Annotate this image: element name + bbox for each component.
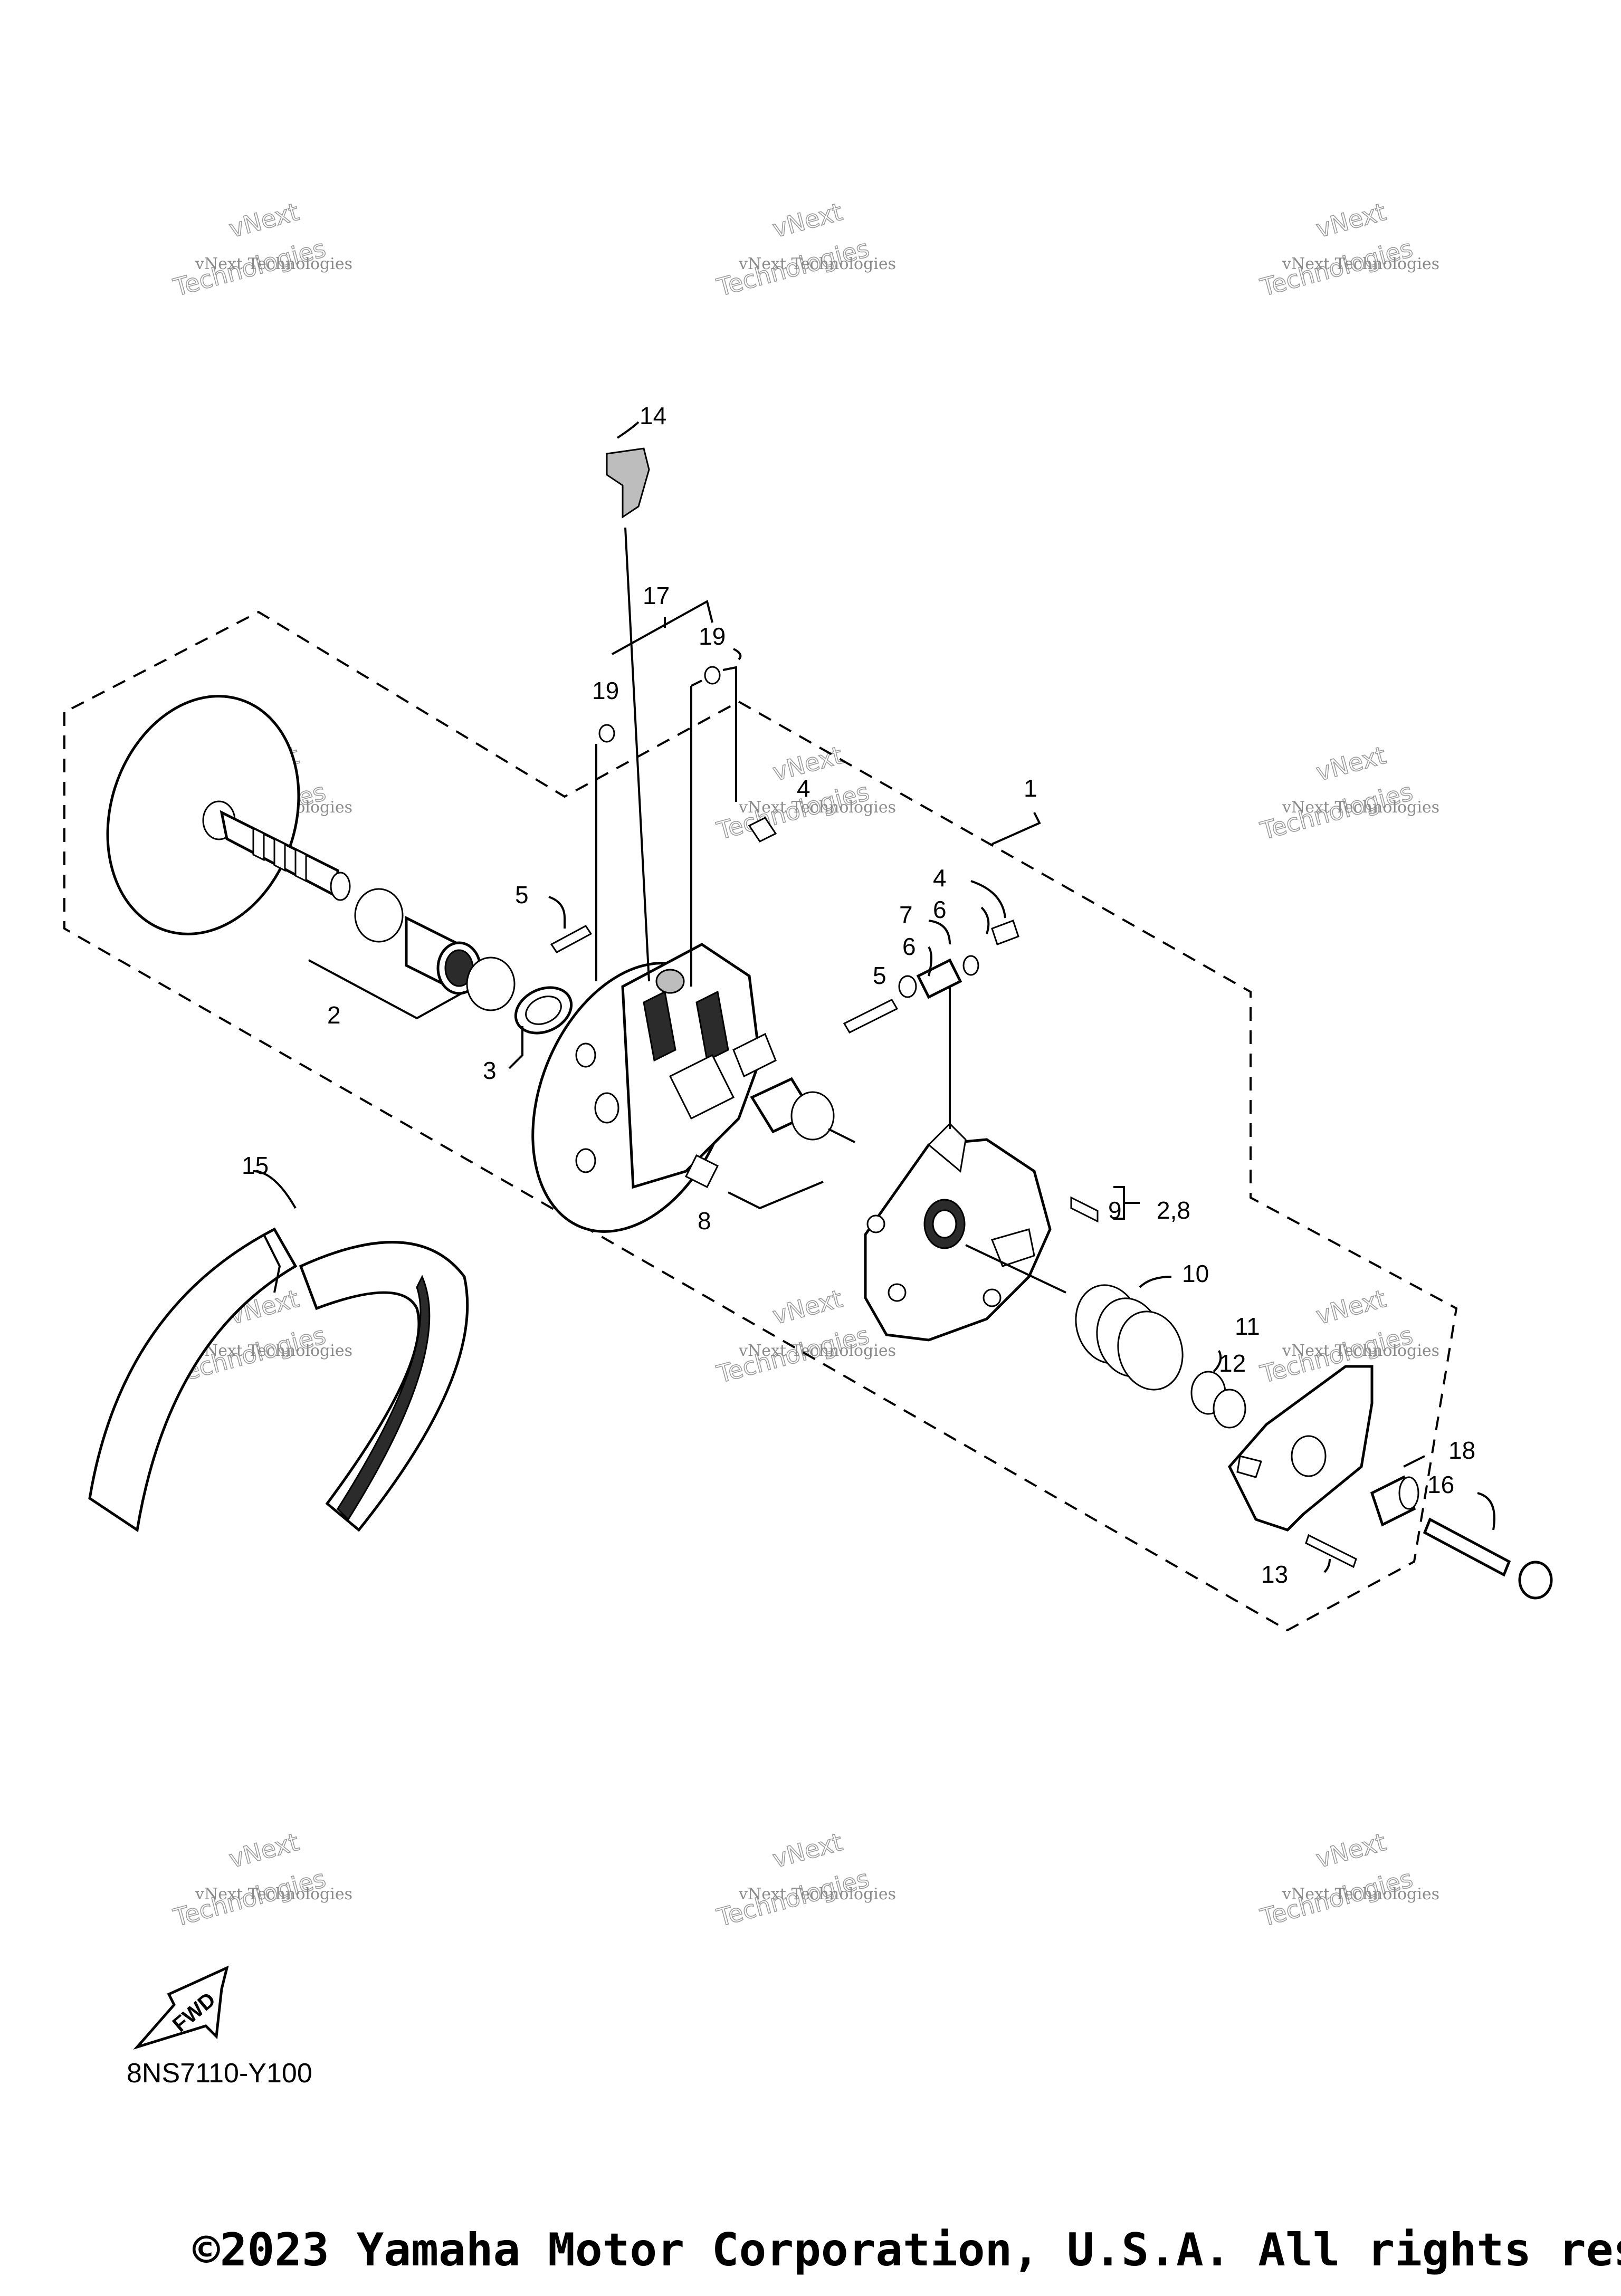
pin-5-left <box>548 896 593 953</box>
washer-12 <box>1213 1389 1246 1429</box>
oil-seal-3 <box>508 986 573 1069</box>
watermark-outline-top: vNext <box>1313 1284 1389 1330</box>
weight-14 <box>606 421 650 982</box>
callout-6-upper: 6 <box>933 896 947 923</box>
watermark-outline-top: vNext <box>226 1828 302 1873</box>
collar-17 <box>1370 1455 1425 1527</box>
callout-8: 8 <box>698 1207 711 1235</box>
callout-4-top: 4 <box>797 774 810 802</box>
callout-9: 9 <box>1108 1197 1122 1224</box>
leader-1 <box>991 812 1041 845</box>
watermark-text: vNext Technologies <box>1282 1885 1439 1903</box>
callout-5-right: 5 <box>873 962 886 989</box>
bolt-13 <box>1305 1534 1357 1573</box>
callout-2: 2 <box>327 1001 341 1029</box>
copyright-notice: ©2023 Yamaha Motor Corporation, U.S.A. A… <box>193 2224 1621 2276</box>
bushing-set-8 <box>728 1077 855 1210</box>
callout-3: 3 <box>483 1057 497 1084</box>
callouts: 14 17 19 19 4 1 4 6 7 6 5 5 2 3 15 9 2,8… <box>242 402 1475 1588</box>
callout-7: 7 <box>899 901 913 929</box>
watermark-outline-top: vNext <box>769 1828 845 1873</box>
movable-sheave <box>531 943 777 1233</box>
watermark-outline-top: vNext <box>1313 197 1389 243</box>
callout-6-lower: 6 <box>902 933 916 960</box>
callout-5-left: 5 <box>515 881 529 908</box>
watermark-outline-top: vNext <box>769 197 845 243</box>
bolt-9 <box>1070 1186 1140 1223</box>
fwd-arrow-icon: FWD <box>133 1965 229 2050</box>
watermark-outline-top: vNext <box>1313 1828 1389 1873</box>
pin-5-right <box>843 999 899 1034</box>
watermark-text: vNext Technologies <box>738 1885 896 1903</box>
watermark-text: vNext Technologies <box>195 255 352 273</box>
watermark-outline-top: vNext <box>769 1284 845 1330</box>
watermark-text: vNext Technologies <box>1282 798 1439 817</box>
watermark-text: vNext Technologies <box>738 798 896 817</box>
drawing-code: 8NS7110-Y100 <box>127 2058 312 2089</box>
callout-4-right: 4 <box>933 864 947 892</box>
washers-6-roller-7 <box>898 880 1019 999</box>
drive-belt-15 <box>88 1170 469 1533</box>
callout-17-label: 18 <box>1448 1437 1475 1464</box>
watermark-text: vNext Technologies <box>195 1885 352 1903</box>
spider-assembly <box>864 981 1066 1342</box>
watermark-outline-top: vNext <box>1313 741 1389 787</box>
watermark-text: vNext Technologies <box>1282 255 1439 273</box>
watermark-outline-top: vNext <box>226 197 302 243</box>
watermark-text: vNext Technologies <box>738 1342 896 1360</box>
callout-18: 17 <box>643 582 670 609</box>
watermark-text: vNext Technologies <box>738 255 896 273</box>
callout-19b: 19 <box>592 677 619 704</box>
watermark-text: vNext Technologies <box>1282 1342 1439 1360</box>
callout-14: 14 <box>640 402 666 429</box>
cover-plate <box>1228 1365 1374 1532</box>
spring-10 <box>1075 1276 1184 1391</box>
assembly-outline <box>63 610 1458 1632</box>
fixed-sheave <box>106 695 351 935</box>
callout-13: 13 <box>1261 1561 1288 1588</box>
callout-12: 12 <box>1219 1350 1246 1377</box>
watermark-text: vNext Technologies <box>195 1342 352 1360</box>
callout-19a: 19 <box>699 623 726 650</box>
callout-11: 11 <box>1235 1313 1260 1340</box>
callout-10: 10 <box>1182 1260 1209 1287</box>
callout-1: 1 <box>1024 774 1037 802</box>
callout-15: 15 <box>242 1152 269 1179</box>
callout-16-label: 16 <box>1427 1471 1454 1498</box>
weight-link-lines <box>595 599 742 987</box>
bushing-set-2 <box>308 888 516 1020</box>
bolt-16 <box>1423 1492 1553 1600</box>
bolt-4-top <box>748 817 777 843</box>
callout-2-8: 2,8 <box>1157 1197 1190 1224</box>
